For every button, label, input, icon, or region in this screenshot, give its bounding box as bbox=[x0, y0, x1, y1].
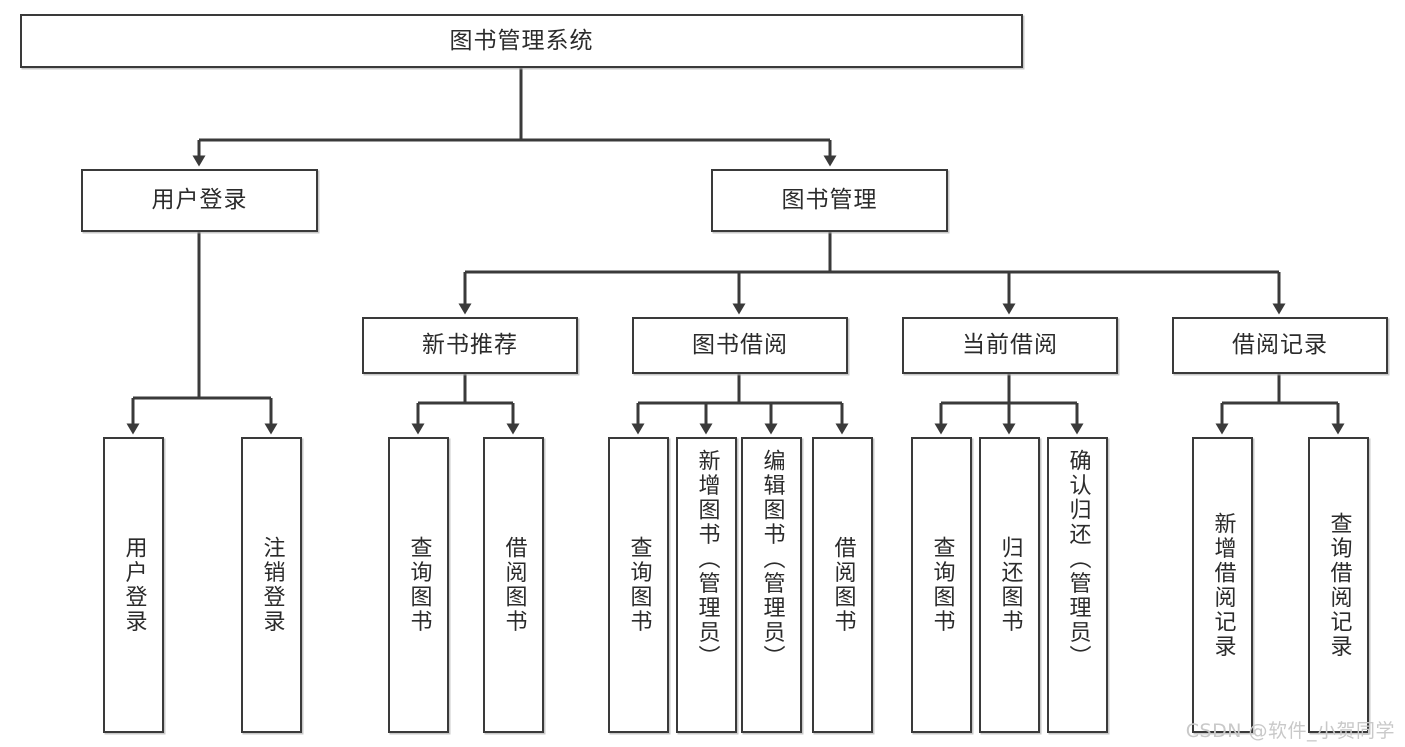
node-leaf-borrow-book-1[interactable]: 借阅图书 bbox=[483, 437, 544, 733]
csdn-watermark: CSDN @软件_小贺同学 bbox=[1185, 720, 1395, 742]
node-root-book-management-system[interactable]: 图书管理系统 bbox=[20, 14, 1023, 68]
node-user-login[interactable]: 用户登录 bbox=[81, 169, 318, 232]
node-label: 图书借阅 bbox=[692, 332, 788, 358]
node-book-management[interactable]: 图书管理 bbox=[711, 169, 948, 232]
node-label: 查询图书 bbox=[406, 536, 432, 634]
node-label: 新书推荐 bbox=[422, 332, 518, 358]
node-leaf-add-book-admin[interactable]: 新增图书（管理员） bbox=[676, 437, 737, 733]
node-label: 归还图书 bbox=[997, 536, 1023, 634]
node-label: 查询图书 bbox=[929, 536, 955, 634]
node-borrowing-record[interactable]: 借阅记录 bbox=[1172, 317, 1388, 374]
node-label: 用户登录 bbox=[151, 187, 248, 213]
node-label: 新增图书（管理员） bbox=[694, 449, 720, 670]
node-label: 查询借阅记录 bbox=[1326, 511, 1352, 659]
node-label: 查询图书 bbox=[626, 536, 652, 634]
node-leaf-query-borrow-record[interactable]: 查询借阅记录 bbox=[1308, 437, 1369, 733]
node-leaf-query-book-2[interactable]: 查询图书 bbox=[608, 437, 669, 733]
node-label: 注销登录 bbox=[259, 536, 285, 634]
node-leaf-confirm-return-admin[interactable]: 确认归还（管理员） bbox=[1047, 437, 1108, 733]
node-label: 借阅图书 bbox=[830, 536, 856, 634]
node-label: 编辑图书（管理员） bbox=[759, 449, 785, 670]
node-leaf-query-book-3[interactable]: 查询图书 bbox=[911, 437, 972, 733]
node-leaf-query-book-1[interactable]: 查询图书 bbox=[388, 437, 449, 733]
node-current-borrowing[interactable]: 当前借阅 bbox=[902, 317, 1118, 374]
node-leaf-return-book[interactable]: 归还图书 bbox=[979, 437, 1040, 733]
node-label: 当前借阅 bbox=[962, 332, 1058, 358]
node-label: 确认归还（管理员） bbox=[1065, 449, 1091, 670]
node-leaf-add-borrow-record[interactable]: 新增借阅记录 bbox=[1192, 437, 1253, 733]
node-new-book-recommendation[interactable]: 新书推荐 bbox=[362, 317, 578, 374]
node-label: 图书管理 bbox=[781, 187, 878, 213]
node-label: 图书管理系统 bbox=[449, 27, 594, 54]
node-label: 用户登录 bbox=[121, 536, 147, 634]
node-leaf-user-login[interactable]: 用户登录 bbox=[103, 437, 164, 733]
node-leaf-borrow-book-2[interactable]: 借阅图书 bbox=[812, 437, 873, 733]
node-leaf-edit-book-admin[interactable]: 编辑图书（管理员） bbox=[741, 437, 802, 733]
node-leaf-logout[interactable]: 注销登录 bbox=[241, 437, 302, 733]
node-label: 借阅图书 bbox=[501, 536, 527, 634]
node-book-borrowing[interactable]: 图书借阅 bbox=[632, 317, 848, 374]
node-label: 新增借阅记录 bbox=[1210, 511, 1236, 659]
node-label: 借阅记录 bbox=[1232, 332, 1328, 358]
